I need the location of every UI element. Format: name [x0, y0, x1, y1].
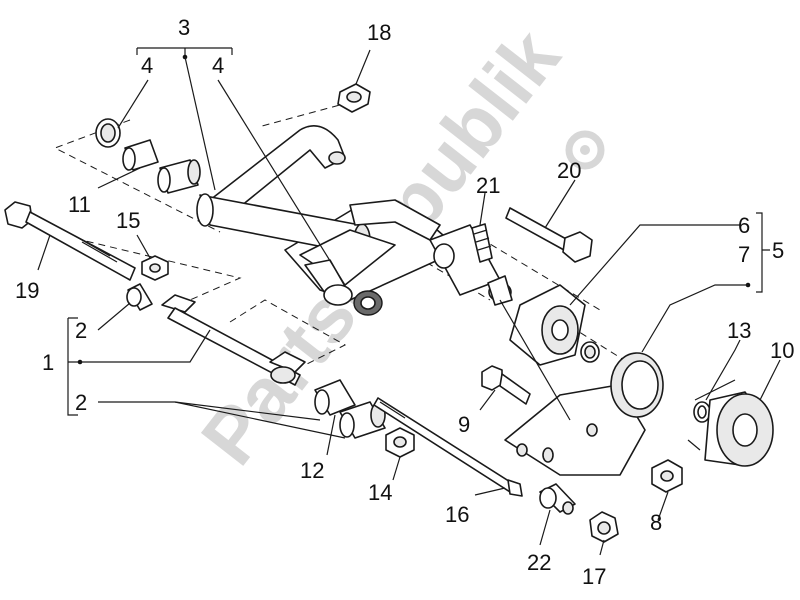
nut-14	[385, 427, 415, 458]
callout-labels: 3 4 4 18 11 15 19 2 1 2 12 14 16 9 21 20…	[15, 15, 794, 589]
callout-4-left: 4	[141, 53, 153, 78]
nut-15	[141, 255, 169, 281]
nut-8	[651, 459, 683, 493]
circlip-13	[693, 401, 711, 423]
nut-18	[337, 83, 371, 113]
drum-10	[687, 379, 774, 467]
callout-19: 19	[15, 278, 39, 303]
callout-13: 13	[727, 318, 751, 343]
callout-18: 18	[367, 20, 391, 45]
nut-17	[589, 511, 619, 543]
callout-14: 14	[368, 480, 392, 505]
callout-17: 17	[582, 564, 606, 589]
bearing-4-lower	[353, 290, 383, 316]
spring-21	[471, 223, 493, 263]
bolt-20	[505, 207, 593, 263]
bolt-19	[4, 201, 136, 281]
leader-lines	[37, 47, 781, 556]
callout-7: 7	[738, 242, 750, 267]
swing-arm	[196, 124, 461, 306]
bracket-plate	[504, 384, 646, 476]
callout-5: 5	[772, 238, 784, 263]
ring-5-assembly	[610, 352, 664, 418]
callout-12: 12	[300, 458, 324, 483]
bushing-11	[122, 139, 201, 194]
callout-2-lower: 2	[75, 390, 87, 415]
callout-15: 15	[116, 208, 140, 233]
callout-6: 6	[738, 213, 750, 238]
bush-7	[580, 341, 600, 363]
callout-2-upper: 2	[75, 318, 87, 343]
bearing-4-top	[95, 118, 121, 148]
callout-1: 1	[42, 350, 54, 375]
callout-21: 21	[476, 173, 500, 198]
fitting-22	[539, 483, 576, 515]
callout-11: 11	[68, 192, 91, 217]
callout-22: 22	[527, 550, 551, 575]
callout-20: 20	[557, 158, 581, 183]
axle-1	[161, 294, 306, 386]
callout-16: 16	[445, 502, 469, 527]
callout-3: 3	[178, 15, 190, 40]
callout-10: 10	[770, 338, 794, 363]
silent-block-6	[509, 284, 586, 366]
watermark-gear-icon	[565, 130, 605, 170]
bush-12	[314, 379, 386, 439]
callout-8: 8	[650, 510, 662, 535]
bolt-16	[373, 397, 523, 497]
bolt-9	[481, 365, 531, 405]
callout-4-right: 4	[212, 53, 224, 78]
bush-2-upper	[126, 283, 153, 311]
shaft-with-spring	[429, 224, 513, 306]
callout-9: 9	[458, 412, 470, 437]
